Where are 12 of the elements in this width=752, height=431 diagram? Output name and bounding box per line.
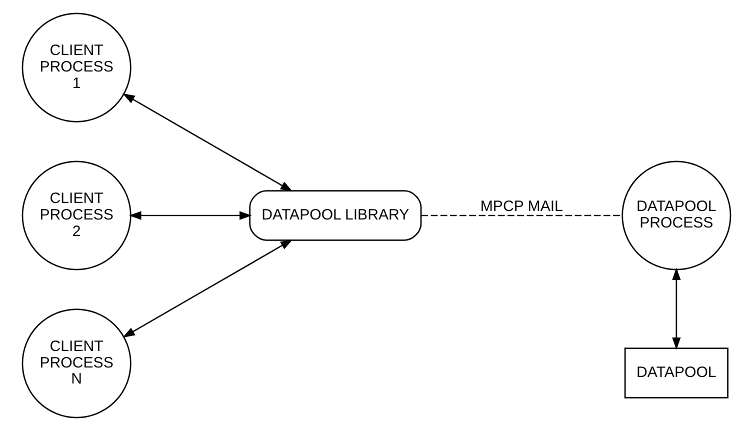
arrow	[122, 239, 292, 338]
node-circle: CLIENT PROCESS 1	[21, 12, 131, 122]
node-circle: CLIENT PROCESS N	[21, 308, 131, 418]
node-box: DATAPOOL	[624, 348, 728, 398]
arrow	[672, 268, 680, 350]
edge-label: MPCP MAIL	[480, 198, 562, 216]
node-box: DATAPOOL LIBRARY	[248, 190, 422, 241]
node-circle: CLIENT PROCESS 2	[21, 160, 131, 270]
arrow	[122, 93, 292, 192]
arrow	[128, 211, 252, 220]
node-circle: DATAPOOL PROCESS	[621, 160, 731, 270]
connector	[420, 214, 622, 216]
